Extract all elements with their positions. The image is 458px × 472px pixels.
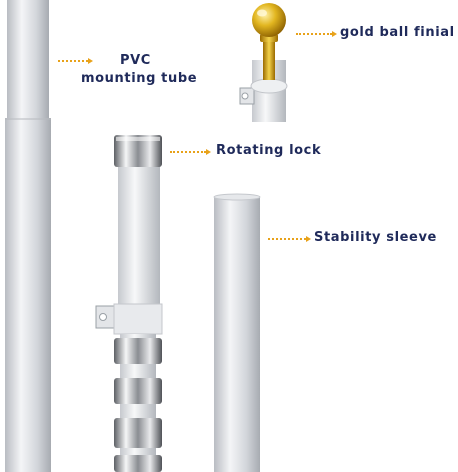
telescoping-pole	[95, 160, 163, 472]
finial-leader-line	[296, 33, 332, 35]
sleeve-leader-arrow	[306, 236, 311, 242]
rotating-lock	[114, 135, 162, 167]
pvc-leader-line	[58, 60, 88, 62]
lock-label: Rotating lock	[216, 143, 322, 158]
finial-label: gold ball finial	[340, 25, 455, 40]
finial-leader-arrow	[332, 31, 337, 37]
pvc-mounting-tube	[5, 0, 51, 472]
stability-sleeve	[213, 193, 261, 472]
sleeve-label: Stability sleeve	[314, 230, 437, 245]
pvc-leader-arrow	[88, 58, 93, 64]
pvc-label-line2: mounting tube	[81, 71, 198, 86]
pvc-label-line1: PVC	[120, 53, 151, 68]
gold-ball-finial	[239, 3, 288, 122]
lock-leader-arrow	[206, 149, 211, 155]
lock-leader-line	[170, 151, 206, 153]
sleeve-leader-line	[268, 238, 306, 240]
